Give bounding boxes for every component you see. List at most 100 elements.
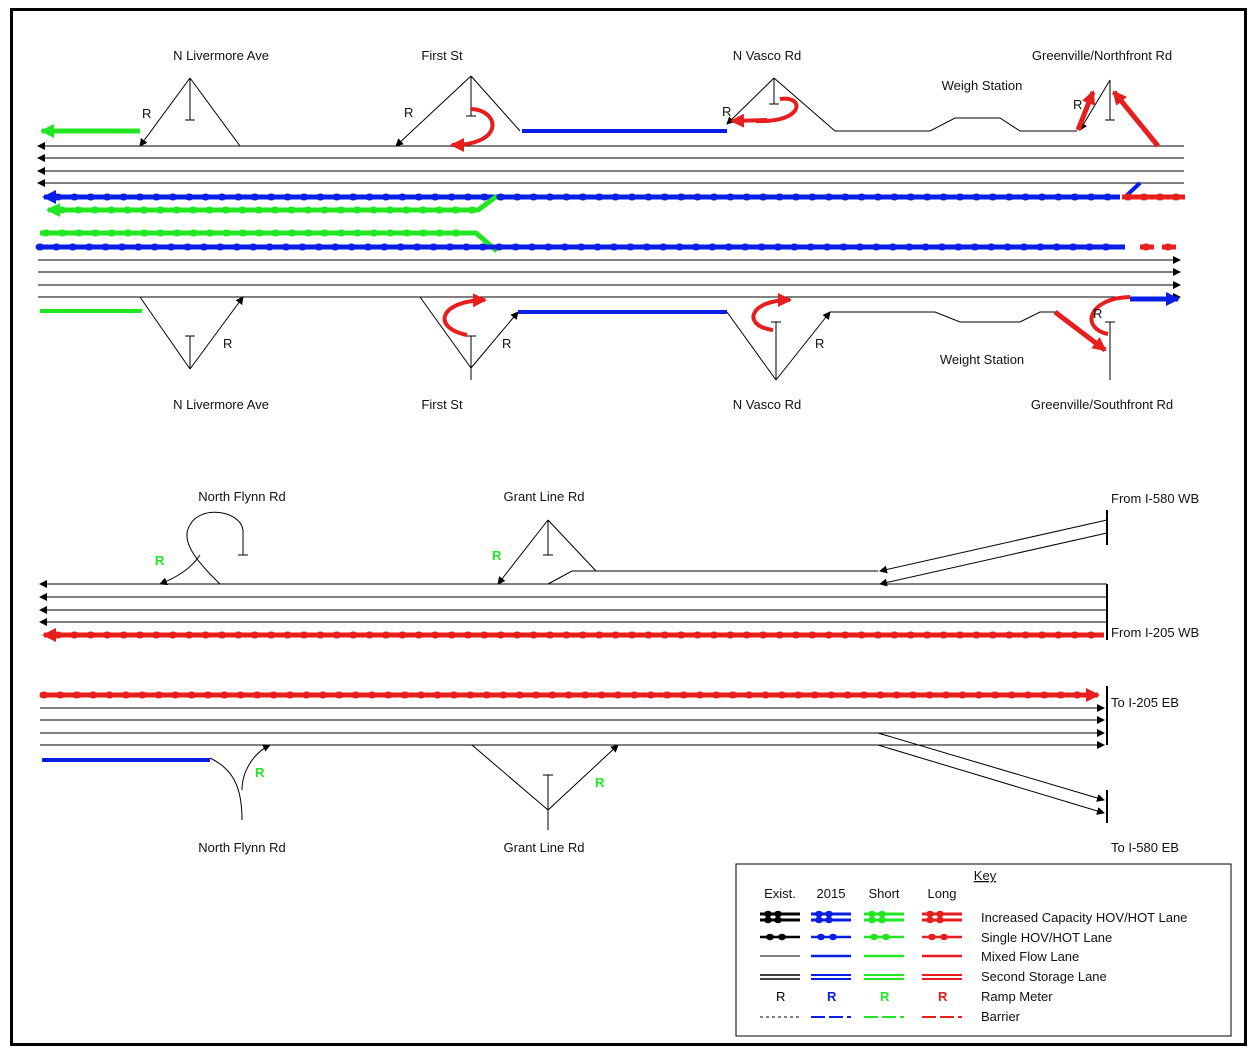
diagram-frame xyxy=(10,8,1247,1046)
hov-dot xyxy=(970,243,980,251)
hov-dot xyxy=(319,206,329,214)
label-from-i580-wb: From I-580 WB xyxy=(1111,491,1199,506)
hov-dot xyxy=(1068,243,1078,251)
top-north-ramps xyxy=(139,75,1115,147)
top-south-ramps xyxy=(139,296,1115,381)
hov-dot xyxy=(35,243,45,251)
hov-dot xyxy=(511,243,521,251)
hov-dot xyxy=(1052,243,1062,251)
hov-dot xyxy=(352,206,362,214)
hov-dot xyxy=(904,243,914,251)
hov-dot xyxy=(233,193,243,201)
weight-station-label: Weight Station xyxy=(940,352,1024,367)
hov-dot xyxy=(593,243,603,251)
ramp-meter-label: R xyxy=(142,106,151,121)
hov-dot xyxy=(90,229,100,237)
hov-dot xyxy=(939,193,949,201)
hov-dot xyxy=(303,206,313,214)
hov-dot xyxy=(463,193,473,201)
key-col-existing: Exist. xyxy=(764,886,796,901)
hov-dot xyxy=(888,243,898,251)
hov-dot xyxy=(201,193,211,201)
hov-dot xyxy=(297,243,307,251)
hov-dot xyxy=(1053,193,1063,201)
hov-dot xyxy=(855,243,865,251)
hov-dot xyxy=(57,229,67,237)
hov-dot xyxy=(217,193,227,201)
hov-dot xyxy=(434,206,444,214)
hov-dot xyxy=(172,229,182,237)
key-row-label: Barrier xyxy=(981,1009,1021,1024)
key-row-label: Single HOV/HOT Lane xyxy=(981,930,1112,945)
key-dot xyxy=(774,910,782,918)
key-dot xyxy=(928,933,936,941)
hov-dot xyxy=(1004,193,1014,201)
street-label-greenville-south: Greenville/Southfront Rd xyxy=(1031,397,1173,412)
hov-dot xyxy=(69,193,79,201)
hov-dot xyxy=(151,193,161,201)
hov-dot xyxy=(676,193,686,201)
hov-dot xyxy=(363,243,373,251)
top-colored-ramps xyxy=(40,90,1180,352)
key-ramp-meter-symbol: R xyxy=(938,989,948,1004)
top-ramp-meters: R R R R R R R R xyxy=(142,97,1102,351)
hov-dot xyxy=(101,243,111,251)
hov-dot xyxy=(543,243,553,251)
hov-dot xyxy=(1171,193,1181,201)
hov-dot xyxy=(369,206,379,214)
hov-dot xyxy=(758,193,768,201)
hov-dot xyxy=(642,243,652,251)
hov-dot xyxy=(1123,193,1133,201)
hov-dot xyxy=(41,229,51,237)
hov-dot xyxy=(184,193,194,201)
hov-dot xyxy=(773,243,783,251)
key-ramp-meter-symbol: R xyxy=(776,989,785,1004)
ramp-meter-label-short: R xyxy=(492,548,502,563)
key-row-label: Ramp Meter xyxy=(981,989,1053,1004)
hov-dot xyxy=(74,229,84,237)
key-dot xyxy=(878,916,886,924)
hov-dot xyxy=(494,243,504,251)
key-dot xyxy=(940,933,948,941)
hov-dot xyxy=(119,193,129,201)
hov-dot xyxy=(221,229,231,237)
hov-dot xyxy=(707,243,717,251)
hov-dot xyxy=(445,243,455,251)
hov-dot xyxy=(57,206,67,214)
hov-dot xyxy=(51,243,61,251)
hov-dot xyxy=(53,193,63,201)
hov-dot xyxy=(529,193,539,201)
hov-dot xyxy=(611,193,621,201)
hov-dot xyxy=(266,193,276,201)
hov-dot xyxy=(347,243,357,251)
hov-dot xyxy=(385,229,395,237)
hov-dot xyxy=(139,229,149,237)
key-row-label: Second Storage Lane xyxy=(981,969,1107,984)
key-dot xyxy=(764,916,772,924)
hov-dot xyxy=(418,229,428,237)
hov-dot xyxy=(123,206,133,214)
hov-dot xyxy=(921,243,931,251)
key-dot xyxy=(882,933,890,941)
hov-dot xyxy=(385,206,395,214)
hov-dot xyxy=(709,193,719,201)
key-col-long: Long xyxy=(928,886,957,901)
key-dot xyxy=(926,910,934,918)
hov-dot xyxy=(73,206,83,214)
weigh-station-label: Weigh Station xyxy=(942,78,1023,93)
ramp-meter-label: R xyxy=(223,336,232,351)
key-dot xyxy=(936,916,944,924)
hov-dot xyxy=(560,243,570,251)
hov-dot xyxy=(725,193,735,201)
hov-dot xyxy=(953,243,963,251)
hov-dot xyxy=(320,229,330,237)
hov-dot xyxy=(693,193,703,201)
key-dot xyxy=(764,910,772,918)
hov-dot xyxy=(789,243,799,251)
hov-dot xyxy=(189,229,199,237)
hov-dot xyxy=(1139,193,1149,201)
bottom-eastbound-lanes xyxy=(40,686,1108,823)
